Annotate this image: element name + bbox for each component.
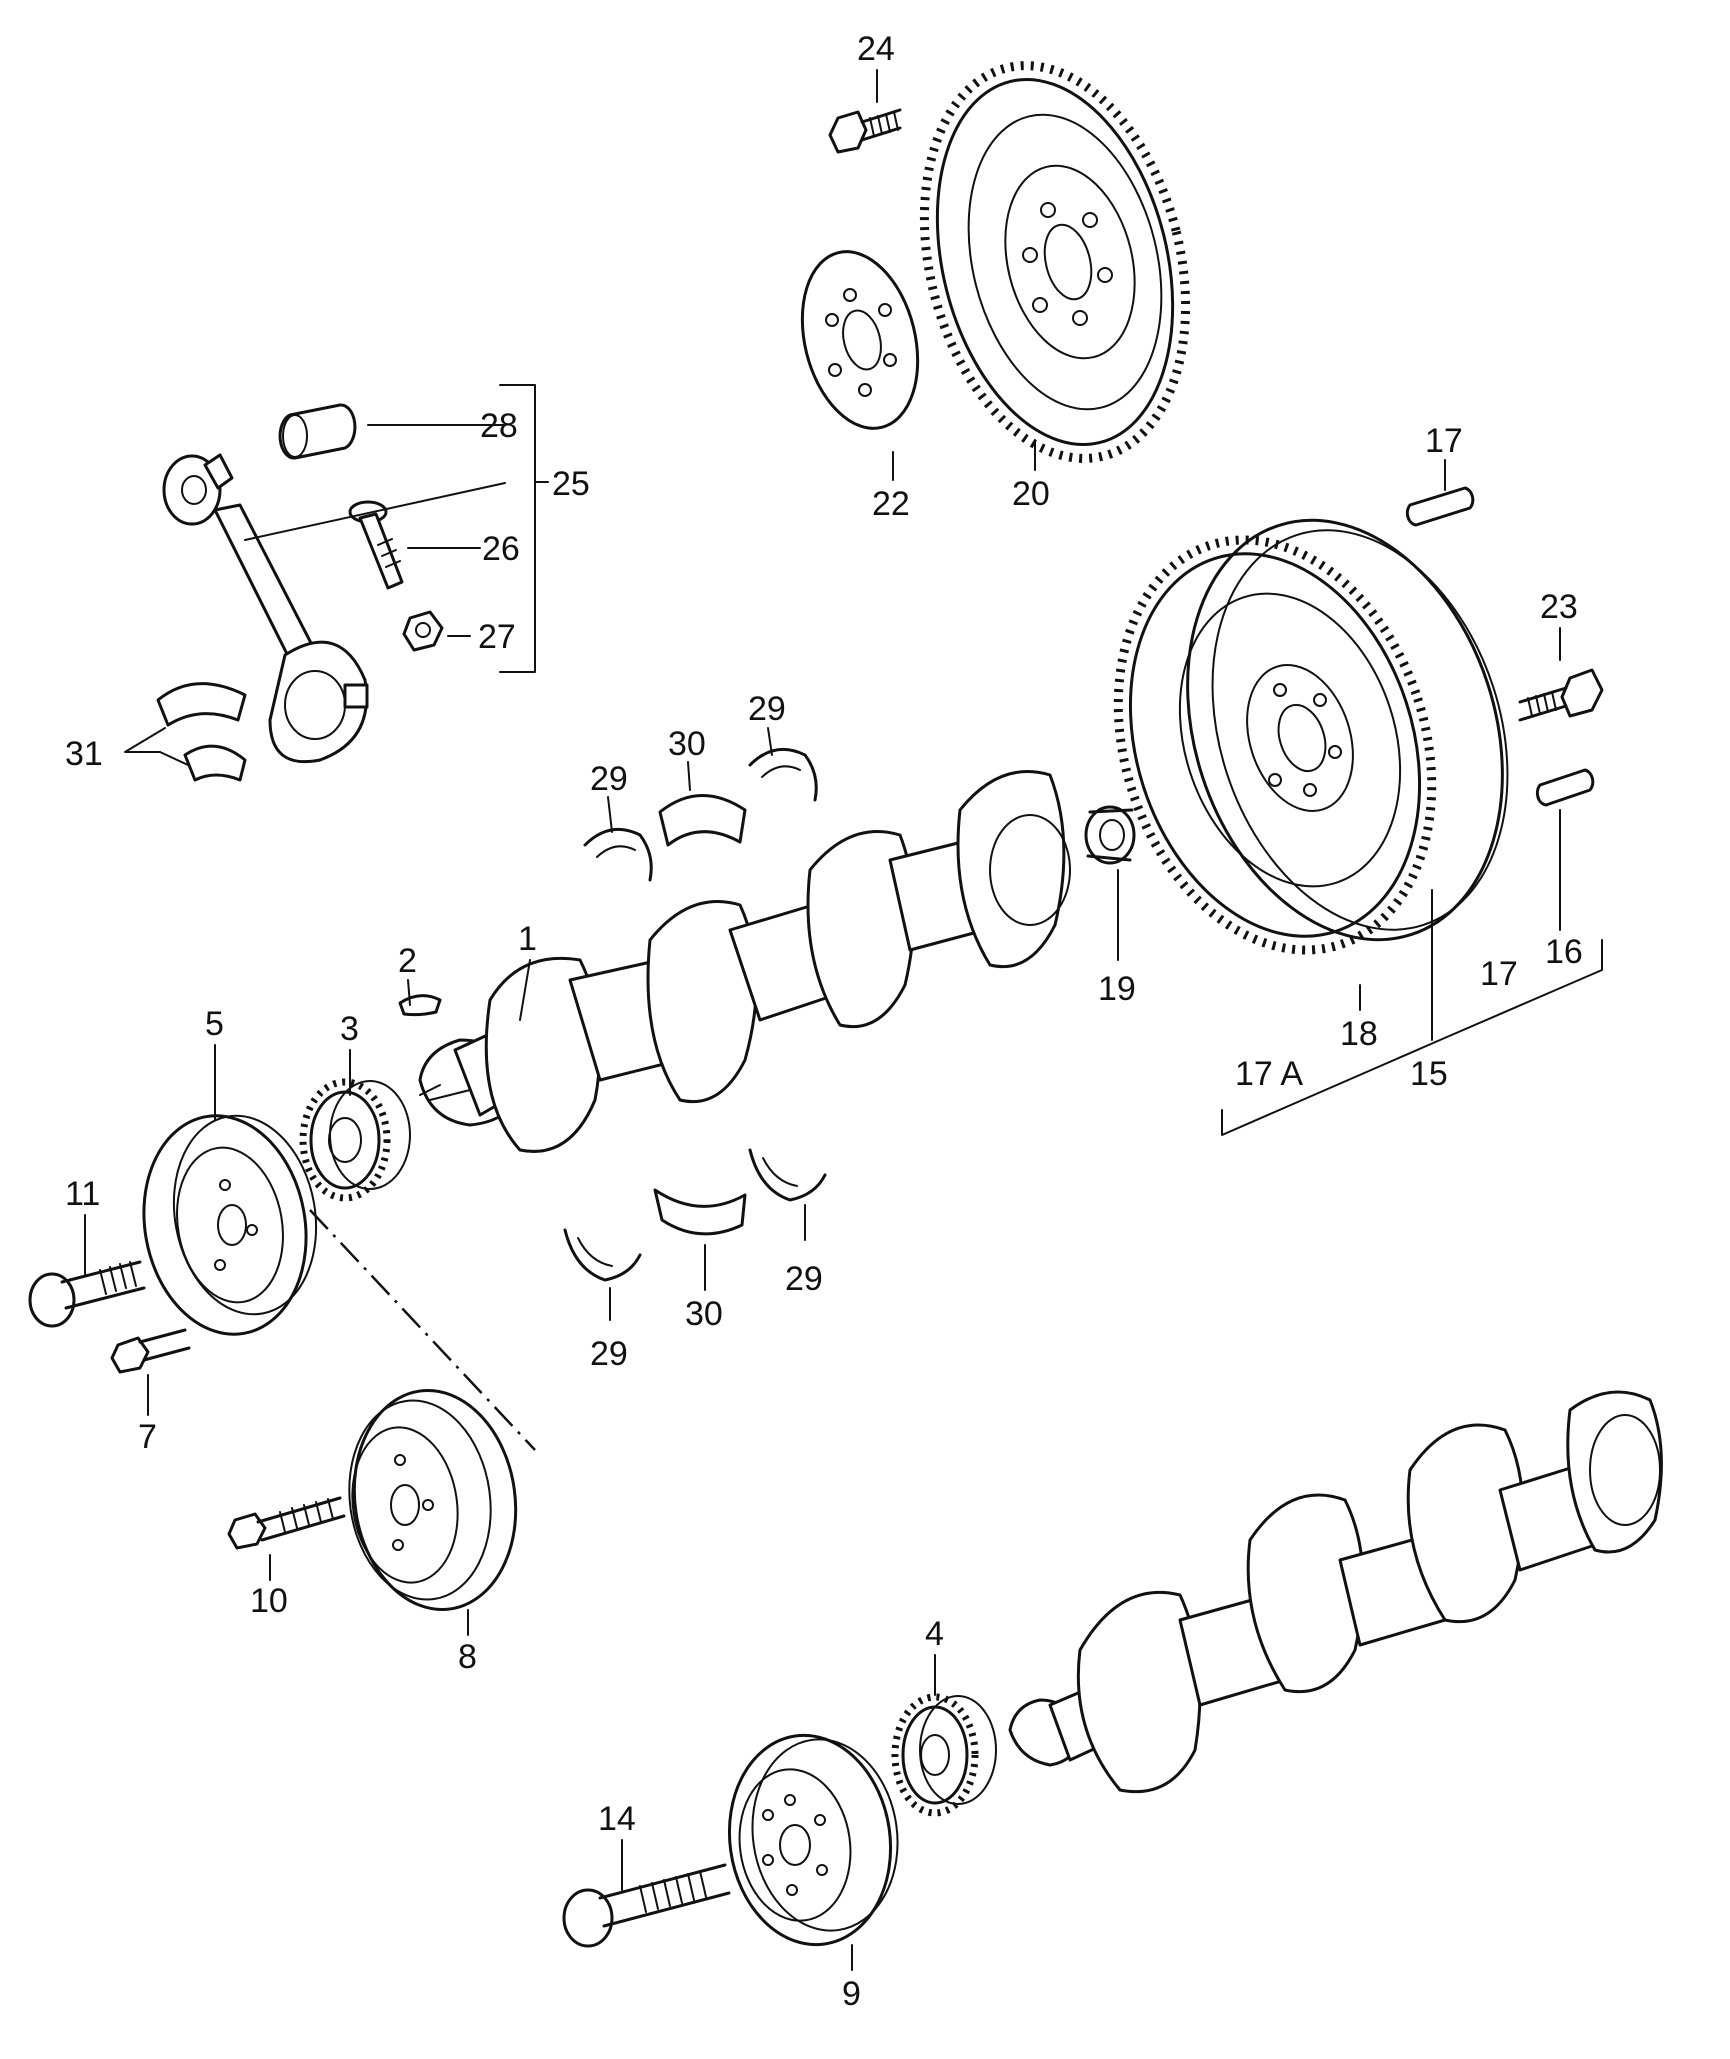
callout-11: 11 [65,1175,100,1213]
callout-4: 4 [925,1615,944,1653]
callout-5: 5 [205,1005,224,1043]
callout-29-upper-right: 29 [748,690,786,728]
callout-labels: 24 22 20 17 23 19 17 16 18 17 A 15 28 25… [65,30,1583,2013]
flywheel-part-20 [919,61,1191,463]
callout-24: 24 [857,30,895,68]
callout-27: 27 [478,618,516,656]
pulley-part-5 [142,1114,318,1336]
needle-bearing-part-19 [1084,805,1136,865]
crankshaft-part-1 [418,770,1071,1153]
callout-19: 19 [1098,970,1136,1008]
bolt-part-14 [562,1863,731,1948]
callout-26: 26 [482,530,520,568]
alignment-line [309,1209,536,1451]
nut-part-27 [402,610,444,652]
callout-18: 18 [1340,1015,1378,1053]
vibration-damper-part-8 [348,1389,518,1611]
callout-9: 9 [842,1975,861,2013]
callout-10: 10 [250,1582,288,1620]
callout-22: 22 [872,485,910,523]
leader-lines [84,69,1603,1971]
bolt-part-11 [28,1260,146,1328]
callout-2: 2 [398,942,417,980]
callout-16: 16 [1545,933,1583,971]
bolt-part-23 [1518,668,1604,722]
dowel-pin-part-17 [1405,486,1475,527]
callout-17A: 17 A [1235,1055,1303,1093]
bolt-part-26 [348,500,404,590]
callout-23: 23 [1540,588,1578,626]
pulley-part-9 [727,1733,899,1947]
sprocket-part-3 [299,1078,411,1202]
callout-25: 25 [552,465,590,503]
callout-3: 3 [340,1010,359,1048]
callout-7: 7 [138,1418,157,1456]
bolt-part-24 [828,108,902,154]
callout-20: 20 [1012,475,1050,513]
bearing-shells-part-31 [156,682,247,782]
sprocket-part-4 [891,1693,997,1817]
crankshaft-variant [1008,1390,1663,1794]
drive-plate-part-22 [800,250,920,430]
bolt-part-7 [110,1328,191,1374]
callout-31: 31 [65,735,103,773]
callout-17-top: 17 [1425,422,1463,460]
connecting-rod-part-25 [162,453,369,764]
callout-28: 28 [480,407,518,445]
callout-14: 14 [598,1800,636,1838]
callout-30-upper: 30 [668,725,706,763]
callout-29-lower-right: 29 [785,1260,823,1298]
thrust-washers-part-29 [563,747,827,1282]
main-bearing-shells-part-30 [653,794,747,1236]
callout-30-lower: 30 [685,1295,723,1333]
flywheel-part-15-18 [1113,518,1509,955]
bolt-part-10 [227,1496,346,1550]
callout-29-lower-left: 29 [590,1335,628,1373]
bushing-part-28 [278,403,357,460]
callout-8: 8 [458,1638,477,1676]
callout-15: 15 [1410,1055,1448,1093]
callout-29-upper-left: 29 [590,760,628,798]
callout-1: 1 [518,920,537,958]
woodruff-key-part-2 [398,994,442,1017]
callout-17-bracket: 17 [1480,955,1518,993]
dowel-pin-part-16 [1535,768,1595,807]
